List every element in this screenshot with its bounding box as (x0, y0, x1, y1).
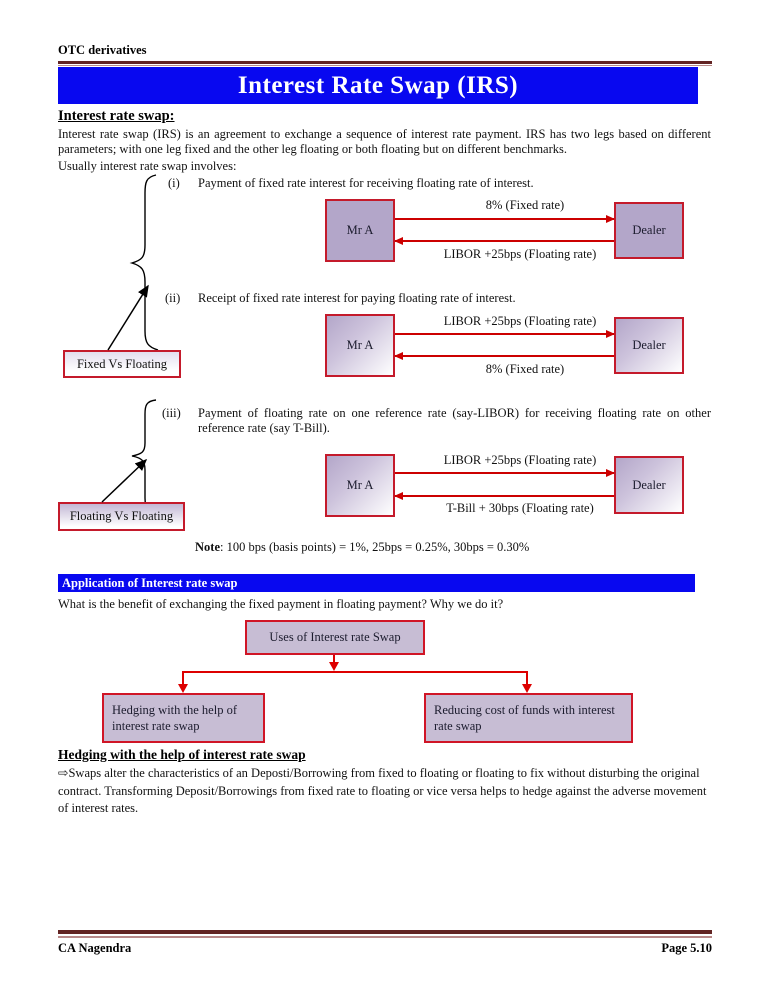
case-i-left-party-box: Mr A (325, 199, 395, 262)
case-i-description: Payment of fixed rate interest for recei… (198, 176, 534, 190)
header-rule (58, 61, 712, 64)
case-iii-top-arrow-label: LIBOR +25bps (Floating rate) (443, 453, 597, 467)
intro-lead-in: Usually interest rate swap involves: (58, 159, 237, 173)
arrowhead-right (606, 215, 615, 223)
fixed-vs-floating-tag: Fixed Vs Floating (63, 350, 181, 378)
flow-connector-stem (333, 655, 335, 664)
note-text: : 100 bps (basis points) = 1%, 25bps = 0… (220, 540, 530, 554)
footer-author: CA Nagendra (58, 941, 132, 955)
arrowhead-down (178, 684, 188, 693)
flowchart-child-hedging: Hedging with the help of interest rate s… (102, 693, 265, 743)
flowchart-child-reducing-cost: Reducing cost of funds with interest rat… (424, 693, 633, 743)
case-ii-left-party-box: Mr A (325, 314, 395, 377)
footer-page-number: Page 5.10 (661, 941, 712, 955)
curly-brace-fixed-vs-floating (129, 174, 159, 351)
case-iii-description: Payment of floating rate on one referenc… (198, 406, 711, 435)
arrowhead-left (394, 237, 403, 245)
case-i-top-arrow-label: 8% (Fixed rate) (485, 198, 565, 212)
case-iii-top-arrow (395, 469, 615, 477)
arrowhead-left (394, 352, 403, 360)
application-question: What is the benefit of exchanging the fi… (58, 597, 504, 611)
arrowhead-down (329, 662, 339, 671)
case-ii-top-arrow-label: LIBOR +25bps (Floating rate) (443, 314, 597, 328)
case-i-bottom-arrow (394, 237, 614, 245)
intro-body: Interest rate swap (IRS) is an agreement… (58, 127, 711, 156)
case-i-right-party-box: Dealer (614, 202, 684, 259)
hedging-heading: Hedging with the help of interest rate s… (58, 747, 306, 762)
footer-rule (58, 930, 712, 934)
arrowhead-right (606, 469, 615, 477)
case-ii-bottom-arrow (394, 352, 614, 360)
case-ii-number: (ii) (165, 291, 181, 305)
note-line: Note: 100 bps (basis points) = 1%, 25bps… (195, 540, 529, 555)
arrowhead-right (606, 330, 615, 338)
flow-connector-right (526, 673, 528, 685)
pointer-arrow-fixed (107, 284, 149, 351)
header-label: OTC derivatives (58, 43, 147, 57)
pointer-arrow-floating (101, 458, 148, 503)
application-section-bar: Application of Interest rate swap (58, 574, 695, 592)
flow-connector-cross (182, 671, 528, 673)
case-ii-top-arrow (395, 330, 615, 338)
footer-rule-thin (58, 936, 712, 938)
note-prefix: Note (195, 540, 220, 554)
case-ii-bottom-arrow-label: 8% (Fixed rate) (485, 362, 565, 376)
case-iii-left-party-box: Mr A (325, 454, 395, 517)
case-iii-bottom-arrow-label: T-Bill + 30bps (Floating rate) (446, 501, 594, 515)
case-ii-description: Receipt of fixed rate interest for payin… (198, 291, 516, 305)
case-i-top-arrow (395, 215, 615, 223)
flowchart-root-box: Uses of Interest rate Swap (245, 620, 425, 655)
case-iii-bottom-arrow (394, 492, 614, 500)
case-iii-right-party-box: Dealer (614, 456, 684, 514)
page-title: Interest Rate Swap (IRS) (58, 67, 698, 104)
arrowhead-down (522, 684, 532, 693)
header-rule-thin (58, 65, 712, 66)
arrowhead-left (394, 492, 403, 500)
hedging-body: ⇨Swaps alter the characteristics of an D… (58, 766, 707, 815)
case-iii-number: (iii) (162, 406, 181, 420)
floating-vs-floating-tag: Floating Vs Floating (58, 502, 185, 531)
case-i-bottom-arrow-label: LIBOR +25bps (Floating rate) (443, 247, 597, 261)
flow-connector-left (182, 673, 184, 685)
intro-heading: Interest rate swap: (58, 108, 175, 124)
case-i-number: (i) (168, 176, 180, 190)
case-ii-right-party-box: Dealer (614, 317, 684, 374)
